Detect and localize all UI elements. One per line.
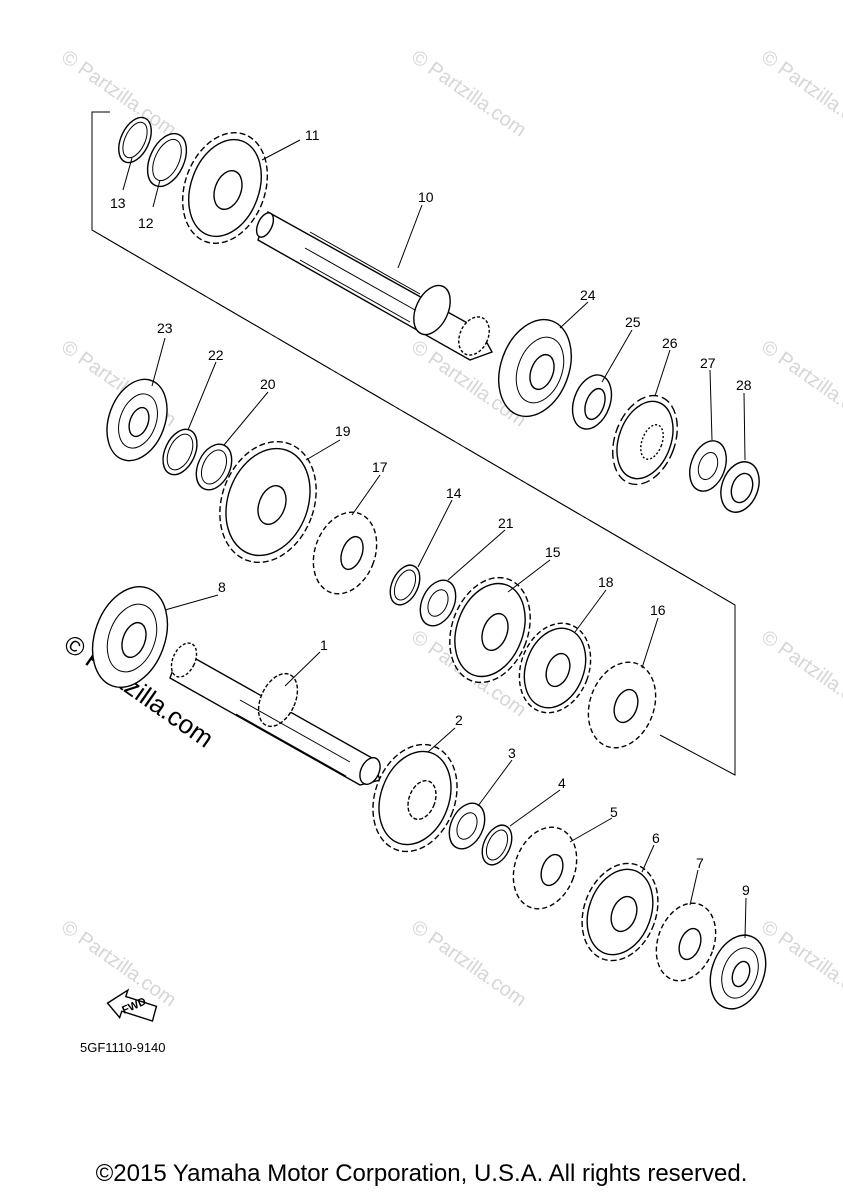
watermark: © Partzilla.com xyxy=(407,916,530,1011)
callout-28: 28 xyxy=(736,377,752,393)
part-5-gear xyxy=(512,826,578,910)
part-13-circlip xyxy=(118,116,152,164)
callout-17: 17 xyxy=(372,459,388,475)
callout-23: 23 xyxy=(157,320,173,336)
callout-27: 27 xyxy=(700,355,716,371)
watermark: © Partzilla.com xyxy=(757,336,843,431)
callout-26: 26 xyxy=(662,335,678,351)
part-4-circlip xyxy=(481,824,513,866)
callout-19: 19 xyxy=(335,423,351,439)
part-3-lock-washer xyxy=(448,802,486,850)
callout-1: 1 xyxy=(320,637,328,653)
part-22-circlip xyxy=(162,428,198,476)
callout-9: 9 xyxy=(742,882,750,898)
callout-13: 13 xyxy=(110,195,126,211)
callout-10: 10 xyxy=(418,189,434,205)
diagram-code: 5GF1110-9140 xyxy=(80,1040,166,1055)
callout-7: 7 xyxy=(696,855,704,871)
callout-11: 11 xyxy=(305,127,320,143)
callout-15: 15 xyxy=(545,544,561,560)
callout-2: 2 xyxy=(455,712,463,728)
callout-6: 6 xyxy=(652,830,660,846)
part-8-bearing xyxy=(91,585,169,689)
part-15-gear xyxy=(449,576,531,684)
part-6-gear xyxy=(581,862,659,962)
callout-25: 25 xyxy=(625,314,641,330)
watermark: © Partzilla.com xyxy=(407,46,530,141)
callout-8: 8 xyxy=(218,579,226,595)
part-18-gear xyxy=(518,622,592,714)
part-14-circlip xyxy=(389,564,421,606)
forward-arrow-icon: FWD xyxy=(106,988,158,1022)
watermark: © Partzilla.com xyxy=(757,46,843,141)
part-26-drive-sprocket xyxy=(612,394,678,486)
part-1-main-axle xyxy=(169,642,381,786)
copyright-notice: ©2015 Yamaha Motor Corporation, U.S.A. A… xyxy=(95,1160,748,1187)
part-7-gear xyxy=(655,902,717,982)
part-10-main-axle xyxy=(255,210,494,361)
leader-lines xyxy=(122,139,747,939)
callout-20: 20 xyxy=(260,376,276,392)
part-2-gear xyxy=(372,743,458,853)
part-28-nut xyxy=(720,461,760,513)
part-27-lock-washer xyxy=(689,440,727,492)
callout-4: 4 xyxy=(558,775,566,791)
part-20-washer xyxy=(195,443,233,491)
callout-12: 12 xyxy=(138,215,154,231)
part-11-gear xyxy=(181,132,269,244)
part-19-gear xyxy=(219,440,317,564)
part-9-bearing xyxy=(709,934,767,1010)
callout-3: 3 xyxy=(508,745,516,761)
callout-16: 16 xyxy=(650,602,666,618)
part-23-bearing xyxy=(106,378,168,462)
group-frames xyxy=(91,111,736,776)
callout-18: 18 xyxy=(598,574,614,590)
callout-5: 5 xyxy=(610,804,618,820)
transmission-parts-diagram: © Partzilla.com © Partzilla.com © Partzi… xyxy=(57,46,843,1055)
part-24-bearing xyxy=(498,318,572,418)
part-17-gear xyxy=(312,511,378,595)
frame-divider xyxy=(91,229,736,606)
callout-14: 14 xyxy=(446,485,462,501)
part-25-oil-seal xyxy=(571,374,613,430)
watermark: © Partzilla.com xyxy=(757,626,843,721)
callout-21: 21 xyxy=(498,515,514,531)
callout-22: 22 xyxy=(208,347,224,363)
watermark: © Partzilla.com xyxy=(757,916,843,1011)
callout-labels: 13 12 11 10 24 25 26 27 28 23 22 20 19 1… xyxy=(110,127,752,898)
watermark-layer: © Partzilla.com © Partzilla.com © Partzi… xyxy=(57,46,843,1011)
part-16-gear xyxy=(587,661,657,749)
callout-24: 24 xyxy=(580,287,596,303)
part-21-lock-washer xyxy=(419,579,457,627)
watermark: © Partzilla.com xyxy=(57,46,180,141)
part-12-washer xyxy=(146,132,188,188)
